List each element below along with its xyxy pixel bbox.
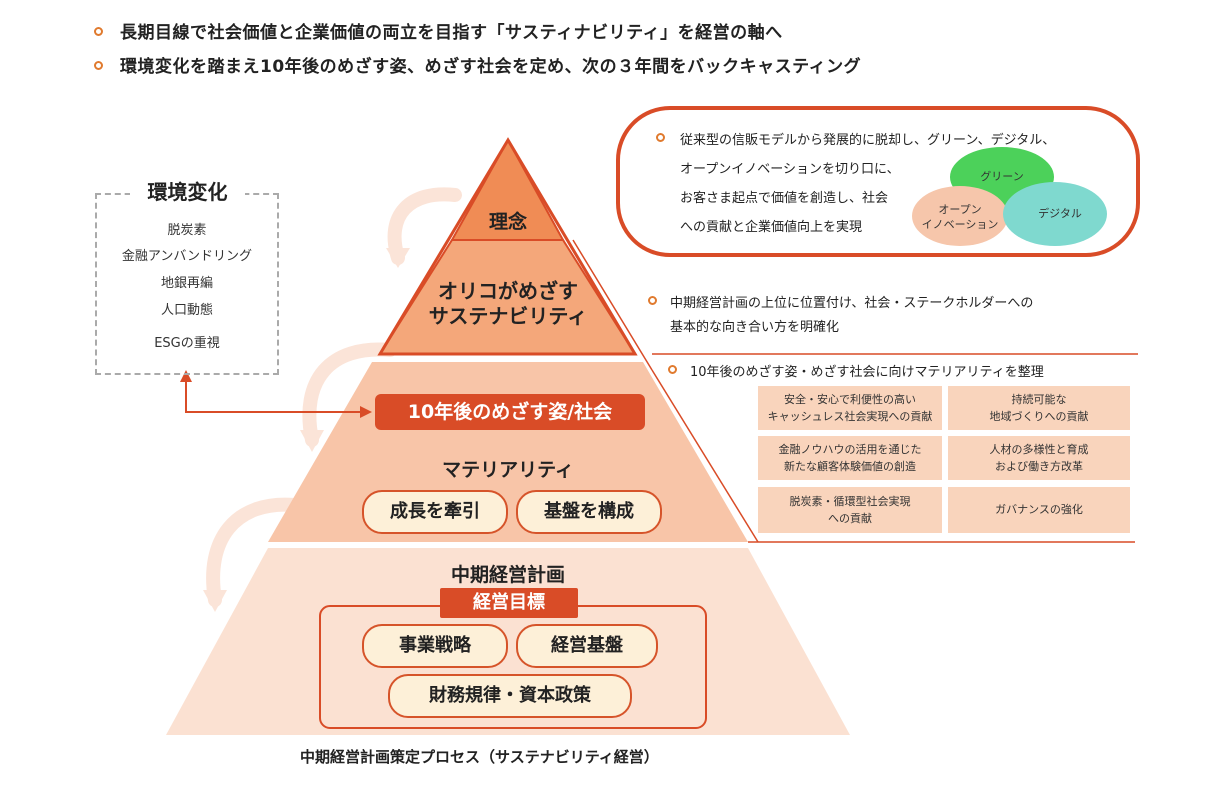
environment-title: 環境変化 xyxy=(130,176,245,205)
tier-1 xyxy=(450,137,565,241)
materiality-title: マテリアリティ xyxy=(442,459,574,481)
materiality-box: 脱炭素・循環型社会実現への貢献 xyxy=(758,487,942,533)
top-bullet-2: 環境変化を踏まえ10年後のめざす姿、めざす社会を定め、次の３年間をバックキャステ… xyxy=(120,57,862,77)
foundation-pill: 基盤を構成 xyxy=(516,490,662,534)
financial-policy-pill: 財務規律・資本政策 xyxy=(388,674,632,718)
bubble-line-2: オープンイノベーションを切り口に、 xyxy=(680,162,900,177)
bubble-line-4: への貢献と企業価値向上を実現 xyxy=(680,220,863,235)
materiality-box: ガバナンスの強化 xyxy=(948,487,1130,533)
ten-year-vision-bar: 10年後のめざす姿/社会 xyxy=(375,394,645,430)
bubble-line-1: 従来型の信販モデルから発展的に脱却し、グリーン、デジタル、 xyxy=(680,133,1056,148)
bullet-icon xyxy=(668,365,677,374)
digital-circle xyxy=(1003,182,1107,246)
tier-3 xyxy=(268,362,748,542)
bullet-icon xyxy=(94,61,103,70)
note2: 10年後のめざす姿・めざす社会に向けマテリアリティを整理 xyxy=(690,365,1044,380)
tier2-label-line1: オリコがめざす xyxy=(438,279,578,303)
cycle-arrows xyxy=(206,187,462,607)
note1-line1: 中期経営計画の上位に位置付け、社会・ステークホルダーへの xyxy=(670,296,1034,311)
bubble-line-3: お客さま起点で価値を創造し、社会 xyxy=(680,191,889,206)
environment-item: 金融アンバンドリング xyxy=(121,249,253,264)
management-base-pill: 経営基盤 xyxy=(516,624,658,668)
environment-item: 脱炭素 xyxy=(167,223,207,238)
business-strategy-pill: 事業戦略 xyxy=(362,624,508,668)
note1-line2: 基本的な向き合い方を明確化 xyxy=(670,320,840,335)
management-goal-bar: 経営目標 xyxy=(440,588,578,618)
top-bullet-1: 長期目線で社会価値と企業価値の両立を目指す「サスティナビリティ」を経営の軸へ xyxy=(120,23,783,43)
materiality-box: 持続可能な地域づくりへの貢献 xyxy=(948,386,1130,430)
materiality-box: 金融ノウハウの活用を通じた新たな顧客体験価値の創造 xyxy=(758,436,942,480)
open-innovation-circle xyxy=(912,186,1008,246)
bullet-icon xyxy=(656,133,665,142)
tier-4 xyxy=(166,548,850,735)
diagram-caption: 中期経営計画策定プロセス（サステナビリティ経営） xyxy=(300,748,659,766)
mid-term-plan-title: 中期経営計画 xyxy=(450,564,565,586)
growth-pill: 成長を牽引 xyxy=(362,490,508,534)
bullet-icon xyxy=(94,27,103,36)
environment-item: 人口動態 xyxy=(160,303,213,318)
materiality-box: 人材の多様性と育成および働き方改革 xyxy=(948,436,1130,480)
environment-item: 地銀再編 xyxy=(160,276,213,291)
digital-label: デジタル xyxy=(1038,207,1082,220)
materiality-box: 安全・安心で利便性の高いキャッシュレス社会実現への貢献 xyxy=(758,386,942,430)
environment-item: ESGの重視 xyxy=(154,336,220,351)
bullet-icon xyxy=(648,296,657,305)
open-label-1: オープン xyxy=(938,203,982,216)
open-label-2: イノベーション xyxy=(921,218,999,231)
tier1-label: 理念 xyxy=(488,211,527,233)
tier2-label-line2: サステナビリティ xyxy=(428,304,588,328)
green-label: グリーン xyxy=(980,170,1024,183)
